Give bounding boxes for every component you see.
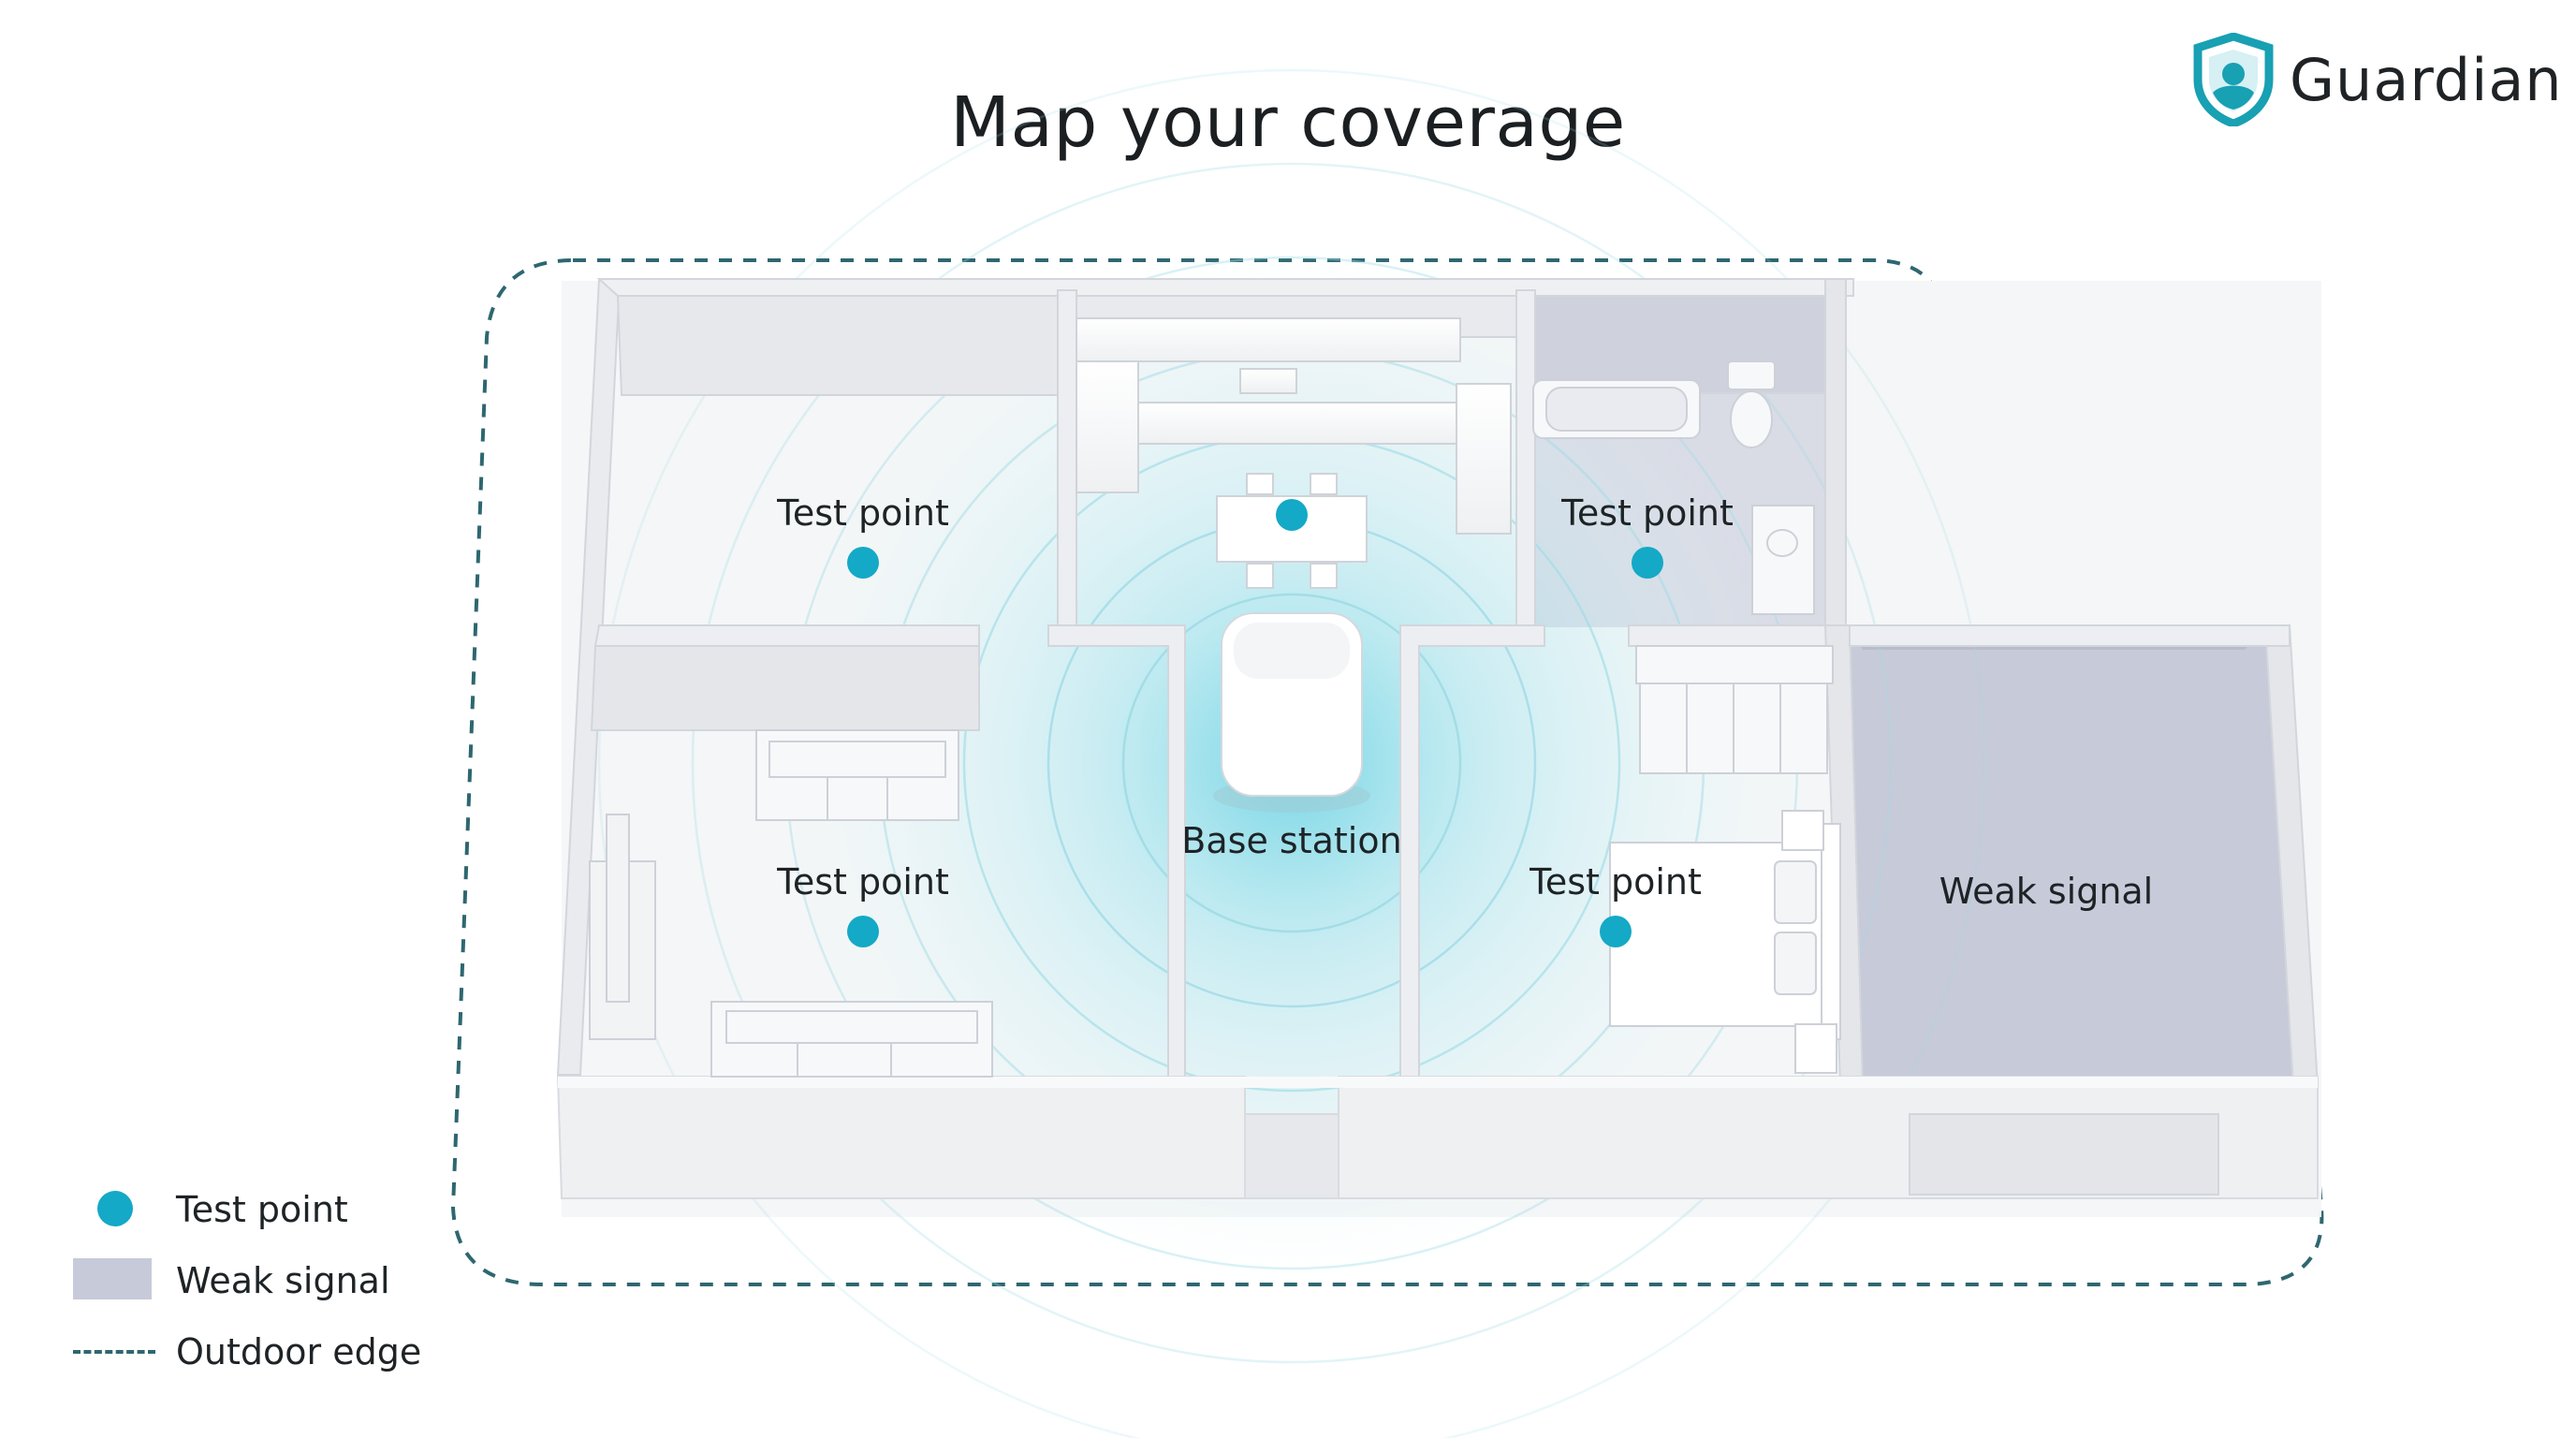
- dashed-line-icon: [73, 1350, 155, 1354]
- legend-label: Outdoor edge: [176, 1331, 422, 1372]
- test-point-dot: [1276, 499, 1308, 531]
- weak-signal-room: [1844, 627, 2293, 1086]
- sofa-front: [710, 1001, 993, 1078]
- test-point-dot-icon: [97, 1191, 133, 1226]
- bathtub: [1532, 379, 1701, 439]
- toilet: [1727, 360, 1776, 448]
- base-station-label: Base station: [1181, 820, 1402, 861]
- legend-label: Test point: [176, 1189, 348, 1230]
- page-title: Map your coverage: [950, 82, 1626, 163]
- sink: [1751, 505, 1815, 615]
- weak-signal-label: Weak signal: [1939, 871, 2154, 912]
- test-point-label: Test point: [1561, 492, 1734, 534]
- test-point-label: Test point: [1530, 861, 1702, 902]
- kitchen-counter: [1076, 317, 1512, 535]
- test-point-dot: [847, 547, 879, 579]
- tv-stand: [589, 814, 656, 1040]
- sofa: [755, 729, 959, 821]
- front-wall: [556, 1076, 2319, 1199]
- bed: [1609, 810, 1841, 1074]
- outdoor-edge-outline: [450, 258, 2324, 1286]
- test-point-dot: [1632, 547, 1663, 579]
- test-point-label: Test point: [777, 492, 949, 534]
- weak-signal-swatch-icon: [73, 1258, 152, 1299]
- brand-logo: Guardian: [2188, 28, 2563, 131]
- wardrobe: [1635, 645, 1834, 774]
- brand-name: Guardian: [2290, 45, 2563, 114]
- test-point-dot: [847, 916, 879, 947]
- legend-label: Weak signal: [176, 1260, 390, 1301]
- test-point-label: Test point: [777, 861, 949, 902]
- test-point-dot: [1600, 916, 1632, 947]
- shield-person-icon: [2193, 33, 2274, 126]
- base-station-device: [1213, 612, 1370, 813]
